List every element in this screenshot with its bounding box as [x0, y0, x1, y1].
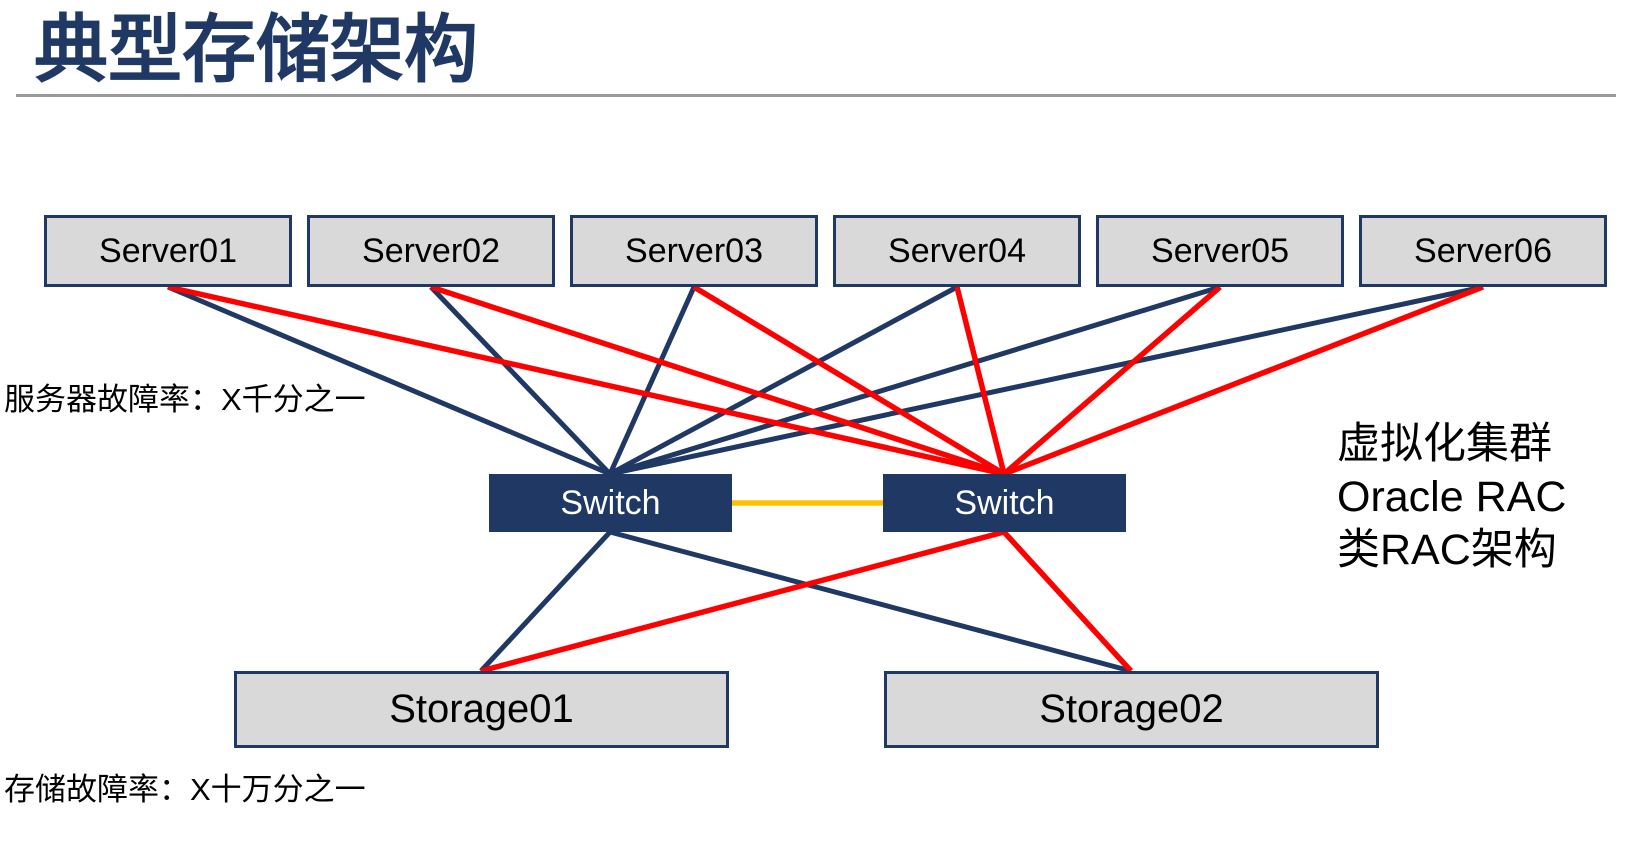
edge-server3-switch_right [692, 284, 1006, 477]
edge-server5-switch_left [609, 284, 1221, 477]
edge-server6-switch_right [1002, 284, 1485, 477]
server06-node: Server06 [1359, 215, 1607, 287]
edge-server1-switch_left [167, 284, 611, 477]
cluster-note-line: Oracle RAC [1337, 473, 1567, 521]
server03-node: Server03 [570, 215, 818, 287]
cluster-note-line: 类RAC架构 [1337, 526, 1557, 574]
switch-right-node: Switch [883, 474, 1126, 532]
server02-node: Server02 [307, 215, 555, 287]
edge-server4-switch_right [954, 286, 1007, 475]
edge-server5-switch_right [1002, 284, 1222, 477]
switch-left-node: Switch [489, 474, 732, 532]
edge-switch_left-storage2 [609, 529, 1132, 674]
storage-failure-rate-note: 存储故障率：X十万分之一 [4, 772, 366, 807]
storage01-node: Storage01 [234, 671, 729, 748]
edge-server3-switch_left [607, 285, 697, 476]
title-divider [16, 94, 1616, 97]
edge-switch_right-storage2 [1001, 530, 1134, 673]
storage02-node: Storage02 [884, 671, 1379, 748]
edge-switch_right-storage1 [480, 529, 1005, 674]
cluster-type-note: 虚拟化集群 Oracle RAC 类RAC架构 [1337, 418, 1566, 577]
edge-server6-switch_left [609, 284, 1484, 477]
edge-server1-switch_right [167, 284, 1005, 477]
edge-server4-switch_left [608, 284, 959, 477]
edge-server2-switch_right [430, 284, 1005, 477]
edge-switch_left-storage1 [479, 530, 612, 673]
page-title: 典型存储架构 [34, 8, 478, 91]
server05-node: Server05 [1096, 215, 1344, 287]
cluster-note-line: 虚拟化集群 [1337, 420, 1552, 468]
edge-server2-switch_left [429, 285, 612, 476]
server04-node: Server04 [833, 215, 1081, 287]
server01-node: Server01 [44, 215, 292, 287]
server-failure-rate-note: 服务器故障率：X千分之一 [4, 382, 366, 417]
